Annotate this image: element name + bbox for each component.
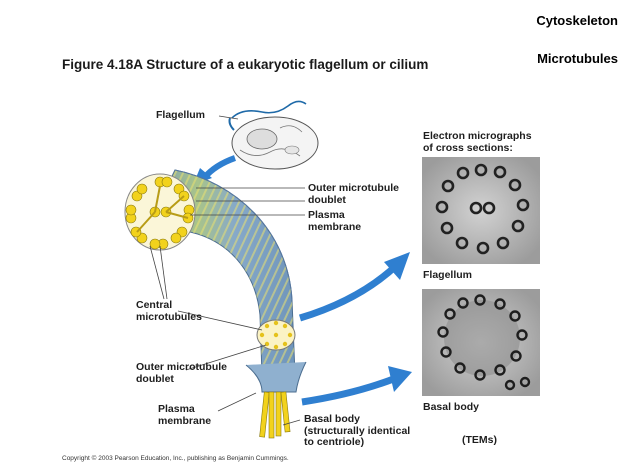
label-outer-doublet-top: Outer microtubule doublet: [308, 182, 400, 206]
label-plasma-membrane-bottom: Plasma membrane: [158, 403, 212, 427]
leader-lines: [149, 187, 305, 426]
label-flagellum: Flagellum: [156, 109, 206, 121]
label-central-microtubules: Central microtubules: [136, 299, 202, 323]
arrow-to-flagellum-micrograph: [298, 261, 401, 322]
caption-basal-body: Basal body: [423, 401, 480, 413]
label-outer-doublet-bottom: Outer microtubule doublet: [136, 361, 228, 385]
mid-cross-section: [256, 319, 296, 351]
cell-sketch: [228, 100, 319, 170]
arrow-to-basal-body-micrograph: [301, 374, 398, 406]
copyright-notice: Copyright © 2003 Pearson Education, Inc.…: [62, 455, 289, 462]
basal-body-drawing: [245, 361, 307, 439]
micrographs-heading: Electron micrographs of cross sections:: [423, 130, 532, 154]
topic-title: Cytoskeleton: [536, 13, 618, 28]
label-plasma-membrane-top: Plasma membrane: [308, 209, 362, 233]
caption-tems: (TEMs): [462, 434, 497, 446]
top-cross-section: [124, 173, 196, 251]
flagellum-leader: [218, 115, 239, 120]
caption-flagellum: Flagellum: [423, 269, 473, 281]
figure-title: Figure 4.18A Structure of a eukaryotic f…: [62, 57, 429, 72]
subtopic-title: Microtubules: [537, 51, 618, 66]
cell-arrow: [201, 155, 237, 181]
micrograph-flagellum: [422, 157, 540, 264]
label-basal-body: Basal body (structurally identical to ce…: [304, 413, 411, 448]
micrograph-basal-body: [422, 289, 540, 396]
